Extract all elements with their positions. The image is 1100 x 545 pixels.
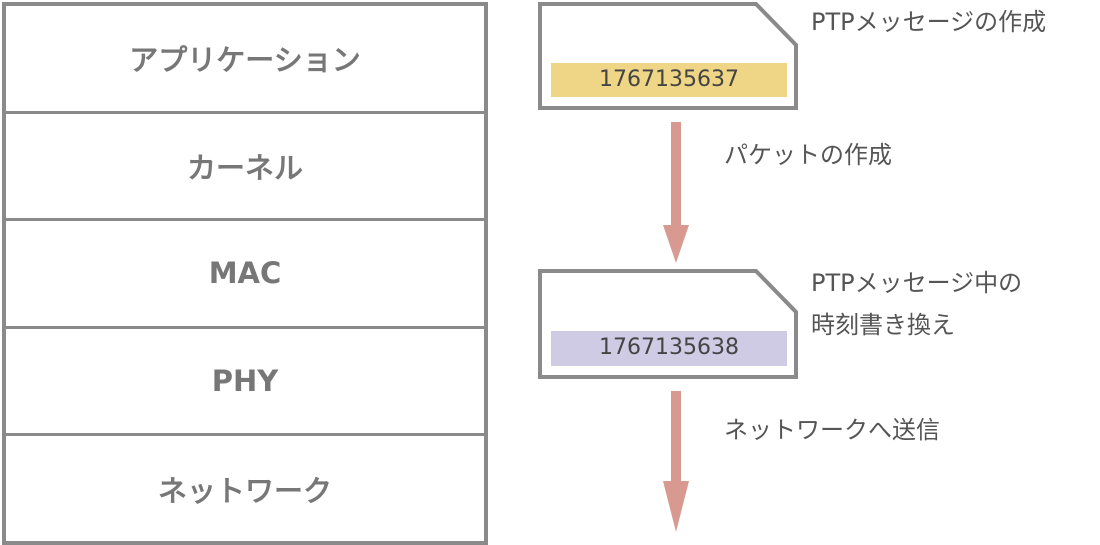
layer-application: アプリケーション xyxy=(129,43,361,78)
layer-kernel: カーネル xyxy=(6,110,484,219)
arrow-1-label: パケットの作成 xyxy=(724,141,892,169)
arrow-1-head xyxy=(663,225,689,263)
layer-mac: MAC xyxy=(6,218,484,326)
arrow-2-label: ネットワークへ送信 xyxy=(724,416,940,444)
arrow-2-shaft xyxy=(671,391,681,483)
protocol-stack: アプリケーション カーネル MAC PHY ネットワーク xyxy=(2,2,488,545)
message-2-label-line1: PTPメッセージ中の xyxy=(811,269,1023,297)
timestamp-value-2: 1767135638 xyxy=(599,335,739,360)
message-2-label-line2: 時刻書き換え xyxy=(811,311,955,339)
layer-phy: PHY xyxy=(6,325,484,434)
message-1-label: PTPメッセージの作成 xyxy=(811,8,1047,36)
timestamp-field-2 xyxy=(551,331,787,366)
layer-network: ネットワーク xyxy=(6,433,484,541)
arrow-1-shaft xyxy=(671,122,681,228)
timestamp-value-1: 1767135637 xyxy=(599,67,739,92)
timestamp-field-1 xyxy=(551,63,787,97)
arrow-2-head xyxy=(663,481,689,532)
